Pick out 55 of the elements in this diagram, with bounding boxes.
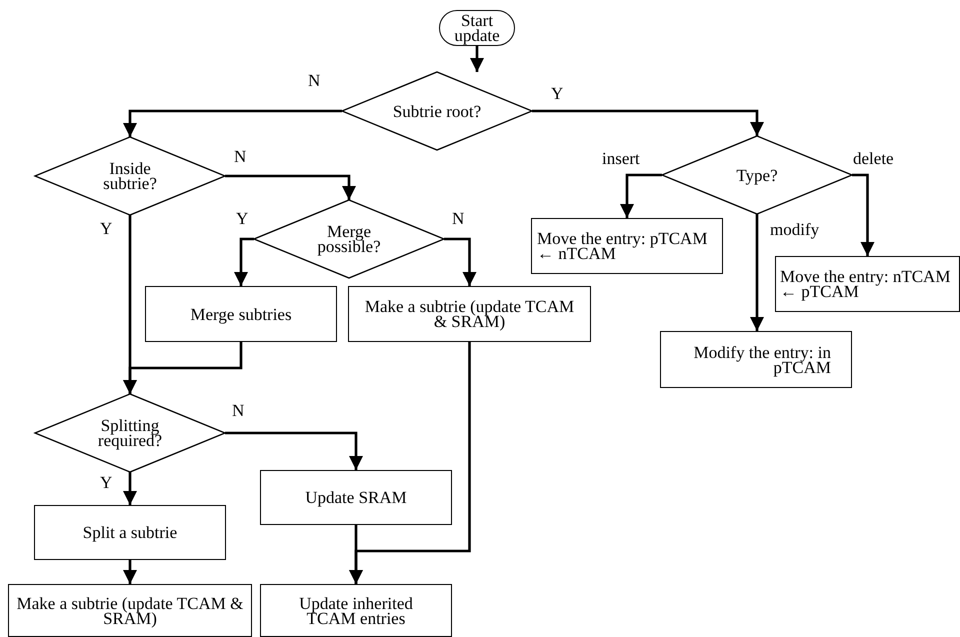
process-box — [260, 470, 452, 525]
arrow — [225, 432, 363, 470]
node-text: Subtrie root? — [392, 104, 482, 118]
start-terminal — [439, 10, 515, 46]
edge-label: insert — [602, 150, 640, 167]
edge-label: N — [232, 402, 244, 419]
node-text: Inside subtrie? — [102, 161, 158, 191]
edge-label: Y — [100, 474, 112, 491]
edge-label: N — [452, 210, 464, 227]
arrow — [123, 110, 342, 137]
node-text: Make a subtrie (update TCAM & SRAM) — [16, 596, 244, 626]
process-box — [34, 505, 226, 560]
process-box — [531, 218, 723, 274]
node-text: Move the entry: nTCAM ← pTCAM — [779, 269, 952, 299]
edge-label: N — [234, 148, 246, 165]
arrow — [532, 110, 764, 136]
process-box — [145, 286, 337, 342]
decision-diamond — [35, 137, 225, 215]
node-text: Modify the entry: in pTCAM — [692, 344, 832, 374]
arrow — [852, 174, 874, 256]
edge-label: delete — [853, 150, 894, 167]
edge-label: N — [308, 72, 320, 89]
node-text: Update SRAM — [304, 490, 408, 505]
edge-label: modify — [770, 221, 820, 238]
node-text: Merge possible? — [316, 224, 382, 254]
decision-diamond — [662, 136, 852, 214]
node-text: Move the entry: pTCAM ← nTCAM — [536, 231, 708, 261]
node-text: Start update — [453, 13, 501, 43]
arrow — [470, 46, 484, 72]
node-text: Update inherited TCAM entries — [298, 596, 414, 626]
arrow — [750, 214, 764, 331]
process-box — [260, 584, 452, 637]
process-box — [775, 256, 960, 312]
process-box — [8, 584, 252, 637]
arrow — [123, 342, 242, 394]
edge-label: Y — [236, 210, 248, 227]
node-text: Splitting required? — [96, 418, 164, 448]
arrow — [444, 238, 476, 286]
decision-diamond — [254, 200, 444, 278]
edge-label: Y — [551, 85, 564, 102]
arrow — [225, 174, 356, 200]
node-text: Split a subtrie — [82, 525, 178, 540]
node-text: Merge subtries — [189, 306, 293, 322]
edge-label: Y — [100, 220, 112, 237]
arrow — [349, 342, 471, 584]
process-box — [660, 331, 852, 388]
arrow — [123, 560, 137, 584]
arrow — [234, 238, 254, 286]
process-box — [348, 286, 591, 342]
node-text: Type? — [735, 168, 779, 182]
arrow — [620, 174, 662, 218]
arrow — [123, 472, 137, 505]
decision-diamond — [35, 394, 225, 472]
decision-diamond — [342, 72, 532, 150]
node-text: Make a subtrie (update TCAM & SRAM) — [364, 299, 576, 329]
